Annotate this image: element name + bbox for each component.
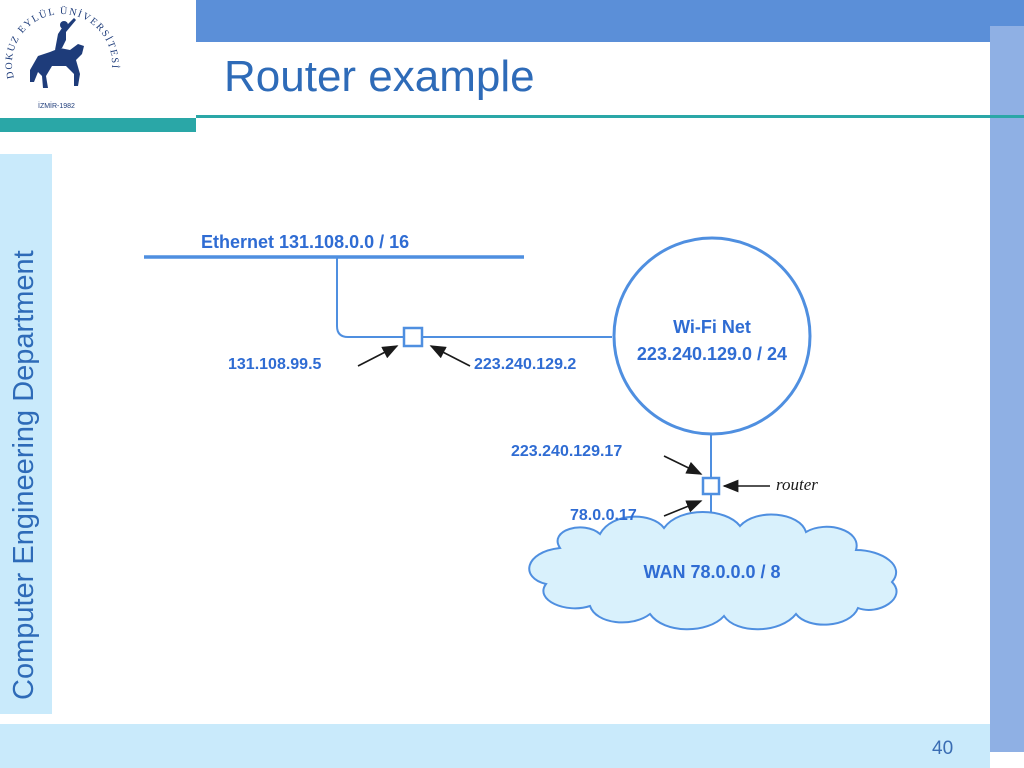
logo-year-text: İZMİR-1982 — [38, 101, 75, 110]
teal-block — [0, 118, 196, 132]
arrow-router-wifi — [663, 455, 703, 475]
wan-cloud — [528, 511, 898, 631]
wifi-address: 223.240.129.0 / 24 — [637, 344, 787, 364]
page-number: 40 — [932, 738, 954, 759]
ip-wifi-interface: 223.240.129.2 — [474, 356, 576, 373]
left-bar — [0, 154, 52, 714]
arrow-router-wan — [663, 500, 703, 517]
right-bar — [990, 26, 1024, 752]
teal-divider — [196, 115, 1024, 118]
router-box-1 — [402, 326, 424, 348]
ip-router-wan: 78.0.0.17 — [570, 507, 637, 524]
bottom-band — [0, 724, 990, 768]
horse-rider-icon — [30, 18, 84, 88]
ethernet-label: Ethernet 131.108.0.0 / 16 — [201, 232, 409, 252]
ip-router-wifi: 223.240.129.17 — [511, 443, 622, 460]
arrow-wifi-iface — [429, 345, 471, 367]
ethernet-link — [336, 257, 612, 338]
router-box-2 — [701, 476, 721, 496]
wifi-name: Wi-Fi Net — [673, 317, 751, 337]
wan-label: WAN 78.0.0.0 / 8 — [643, 562, 780, 582]
router-label: router — [776, 475, 818, 494]
university-seal-icon: DOKUZ EYLÜL ÜNİVERSİTESİ İZMİR-1982 — [4, 5, 120, 111]
ip-ethernet-interface: 131.108.99.5 — [228, 356, 322, 373]
arrow-eth-iface — [357, 345, 399, 367]
slide-title: Router example — [224, 52, 535, 101]
university-logo: DOKUZ EYLÜL ÜNİVERSİTESİ İZMİR-1982 — [0, 0, 196, 112]
